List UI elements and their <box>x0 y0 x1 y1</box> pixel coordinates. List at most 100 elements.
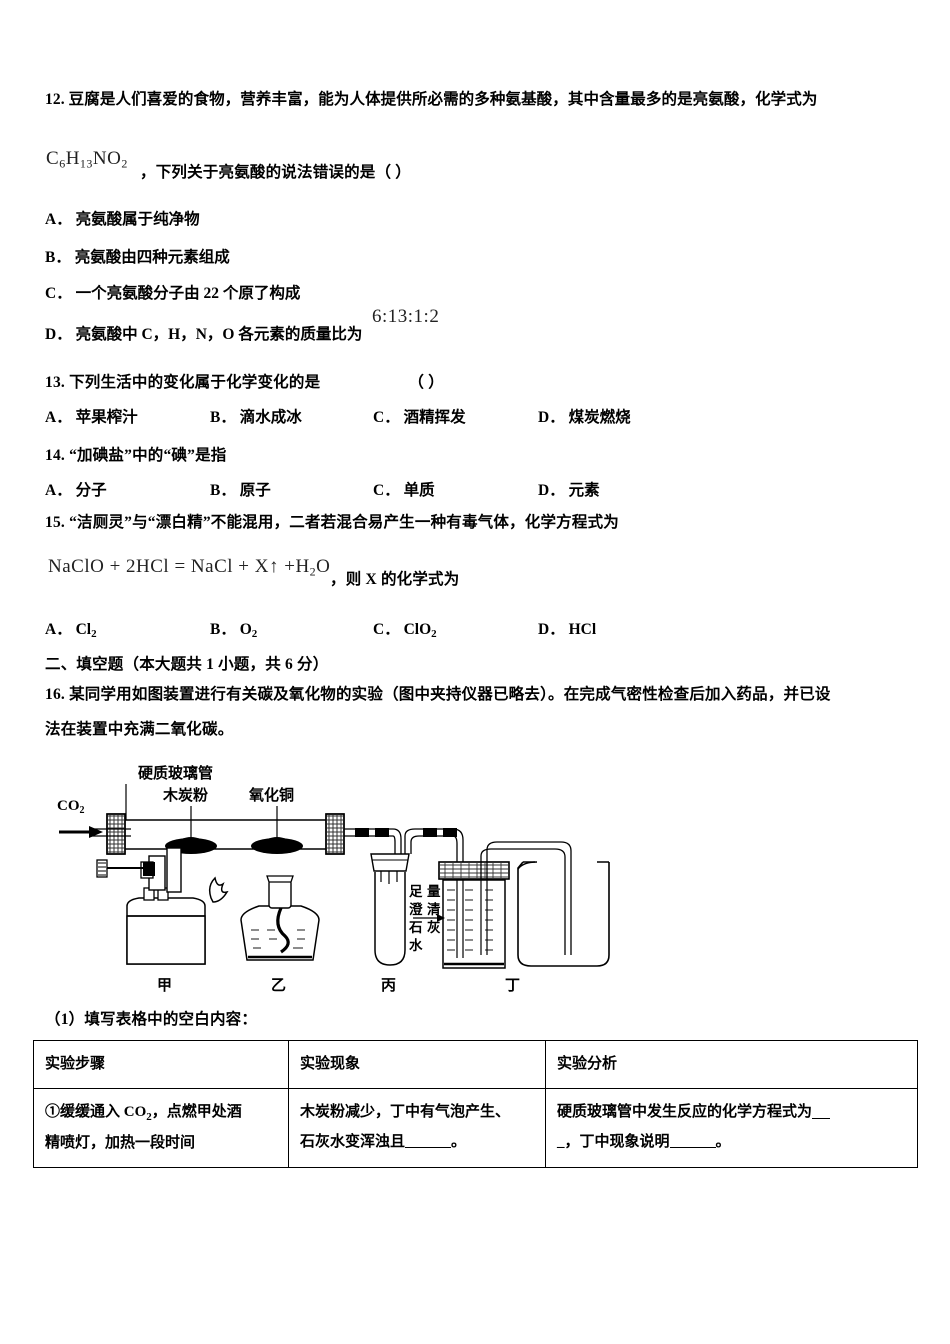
question-16-stem-text-1: 某同学用如图装置进行有关碳及氧化物的实验（图中夹持仪器已略去）。在完成气密性检查… <box>69 686 831 703</box>
option-letter: A． <box>45 482 72 499</box>
question-13-option-c: C． 酒精挥发 <box>373 405 466 427</box>
option-letter: C． <box>45 285 72 302</box>
option-letter: D． <box>538 482 565 499</box>
option-letter: D． <box>45 326 72 343</box>
co2-inlet-label: CO2 <box>57 798 85 816</box>
question-12-option-d-ratio: 6:13:1:2 <box>372 306 439 328</box>
option-text: Cl2 <box>75 621 97 640</box>
question-13-stem: 13. 下列生活中的变化属于化学变化的是 （ ） <box>45 371 444 394</box>
option-letter: D． <box>538 621 565 638</box>
question-15-after-text: ，则 X 的化学式为 <box>330 571 460 588</box>
limewater-label-col1c: 石 <box>408 920 423 936</box>
table-cell-analysis: 硬质玻璃管中发生反应的化学方程式为 _，丁中现象说明 。 <box>545 1088 918 1168</box>
apparatus-label-jia: 甲 <box>157 976 172 994</box>
analysis-line-2-post: 。 <box>715 1133 731 1150</box>
question-15-number: 15. <box>45 514 65 531</box>
table-header-phenomenon: 实验现象 <box>288 1039 546 1090</box>
question-15-option-a: A． Cl2 <box>45 617 97 640</box>
table-row: ①缓缓通入 CO2，点燃甲处酒 精喷灯，加热一段时间 木炭粉减少，丁中有气泡产生… <box>33 1088 918 1168</box>
question-15-stem-text: “洁厕灵”与“漂白精”不能混用，二者若混合易产生一种有毒气体，化学方程式为 <box>69 514 619 531</box>
question-15-option-b: B． O2 <box>210 617 257 640</box>
phenomenon-blank[interactable] <box>405 1132 452 1148</box>
question-16-stem-text-2: 法在装置中充满二氧化碳。 <box>45 721 234 738</box>
question-13-option-a: A． 苹果榨汁 <box>45 405 138 427</box>
question-16-stem-line1: 16. 某同学用如图装置进行有关碳及氧化物的实验（图中夹持仪器已略去）。在完成气… <box>45 683 831 706</box>
question-15-stem-after-equation: ，则 X 的化学式为 <box>330 568 459 591</box>
question-13-number: 13. <box>45 374 65 391</box>
option-text: 一个亮氨酸分子由 22 个原了构成 <box>75 285 301 302</box>
mass-ratio-value: 6:13:1:2 <box>372 306 440 327</box>
question-16-number: 16. <box>45 686 65 703</box>
option-letter: B． <box>210 409 236 426</box>
question-15-stem: 15. “洁厕灵”与“漂白精”不能混用，二者若混合易产生一种有毒气体，化学方程式… <box>45 511 619 534</box>
subquestion-1-label: （1）填写表格中的空白内容： <box>45 1008 257 1031</box>
option-text: ClO2 <box>403 621 437 640</box>
option-text: 滴水成冰 <box>239 409 302 426</box>
question-15-equation: NaClO + 2HCl = NaCl + X↑ +H2O <box>48 556 331 579</box>
table-cell-step: ①缓缓通入 CO2，点燃甲处酒 精喷灯，加热一段时间 <box>33 1088 289 1168</box>
option-letter: C． <box>373 482 400 499</box>
question-12-number: 12. <box>45 91 65 108</box>
step-line-1: ①缓缓通入 CO2，点燃甲处酒 <box>45 1104 242 1124</box>
analysis-line-1-pre: 硬质玻璃管中发生反应的化学方程式为 <box>557 1104 813 1121</box>
apparatus-label-ding: 丁 <box>505 976 520 994</box>
hard-glass-tube-label: 硬质玻璃管 <box>138 764 213 782</box>
limewater-label-col2c: 灰 <box>427 919 441 936</box>
question-12-option-a: A． 亮氨酸属于纯净物 <box>45 207 200 229</box>
question-14-option-b: B． 原子 <box>210 478 271 500</box>
phenomenon-line-2-post: 。 <box>451 1133 467 1150</box>
table-cell-phenomenon: 木炭粉减少，丁中有气泡产生、 石灰水变浑浊且。 <box>288 1088 546 1168</box>
table-header-analysis: 实验分析 <box>545 1039 918 1090</box>
option-text: 亮氨酸中 C，H，N，O 各元素的质量比为 <box>75 326 363 343</box>
question-16-stem-line2: 法在装置中充满二氧化碳。 <box>45 718 233 741</box>
option-letter: A． <box>45 409 72 426</box>
option-text: 单质 <box>403 482 435 499</box>
apparatus-label-bing: 丙 <box>381 976 396 994</box>
copper-oxide-label: 氧化铜 <box>248 786 294 804</box>
analysis-blank-1[interactable] <box>812 1103 831 1119</box>
phenomenon-line-1: 木炭粉减少，丁中有气泡产生、 <box>300 1104 511 1121</box>
option-text: 分子 <box>75 482 107 499</box>
option-letter: D． <box>538 409 565 426</box>
option-letter: C． <box>373 621 400 638</box>
question-13-option-d: D． 煤炭燃烧 <box>538 405 631 427</box>
option-letter: A． <box>45 621 72 638</box>
question-14-option-a: A． 分子 <box>45 478 107 500</box>
question-14-number: 14. <box>45 447 65 464</box>
limewater-label-col2b: 清 <box>427 901 441 918</box>
option-text: HCl <box>568 621 597 638</box>
analysis-blank-2[interactable] <box>669 1132 716 1148</box>
limewater-label-col1b: 澄 <box>409 901 423 918</box>
subquestion-1-text: （1）填写表格中的空白内容： <box>45 1011 258 1028</box>
option-text: 苹果榨汁 <box>75 409 138 426</box>
question-13-option-b: B． 滴水成冰 <box>210 405 302 427</box>
question-12-formula: C6H13NO2 <box>46 148 128 171</box>
question-14-option-d: D． 元素 <box>538 478 600 500</box>
step-line-2: 精喷灯，加热一段时间 <box>45 1134 196 1151</box>
limewater-label-col2: 量 <box>427 884 441 900</box>
table-header-row: 实验步骤 实验现象 实验分析 <box>33 1039 918 1090</box>
option-letter: C． <box>373 409 400 426</box>
question-12-option-d: D． 亮氨酸中 C，H，N，O 各元素的质量比为 <box>45 322 362 344</box>
option-text: O2 <box>239 621 258 640</box>
question-14-stem-text: “加碘盐”中的“碘”是指 <box>69 447 227 464</box>
question-12-stem-text: 豆腐是人们喜爱的食物，营养丰富，能为人体提供所必需的多种氨基酸，其中含量最多的是… <box>68 91 818 108</box>
question-12-stem-part2: ，下列关于亮氨酸的说法错误的是（ ） <box>140 164 411 181</box>
experiment-table: 实验步骤 实验现象 实验分析 ①缓缓通入 CO2，点燃甲处酒 精喷灯，加热一段时… <box>33 1039 918 1168</box>
apparatus-label-yi: 乙 <box>271 976 286 994</box>
analysis-line-2-pre: _，丁中现象说明 <box>557 1133 670 1150</box>
option-text: 元素 <box>568 482 600 499</box>
question-12-stem: 12. 豆腐是人们喜爱的食物，营养丰富，能为人体提供所必需的多种氨基酸，其中含量… <box>45 88 905 112</box>
table-header-step: 实验步骤 <box>33 1039 289 1090</box>
question-12-option-b: B． 亮氨酸由四种元素组成 <box>45 245 230 267</box>
question-15-option-c: C． ClO2 <box>373 617 437 640</box>
question-14-stem: 14. “加碘盐”中的“碘”是指 <box>45 444 226 467</box>
option-text: 原子 <box>239 482 271 499</box>
limewater-label-col1: 足 <box>409 884 423 900</box>
option-letter: B． <box>45 249 71 266</box>
limewater-label-col1d: 水 <box>409 937 423 954</box>
question-13-answer-bracket: （ ） <box>408 374 444 391</box>
question-15-option-d: D． HCl <box>538 617 596 639</box>
option-text: 亮氨酸属于纯净物 <box>75 211 200 228</box>
experiment-apparatus-figure: CO2 <box>45 750 625 995</box>
